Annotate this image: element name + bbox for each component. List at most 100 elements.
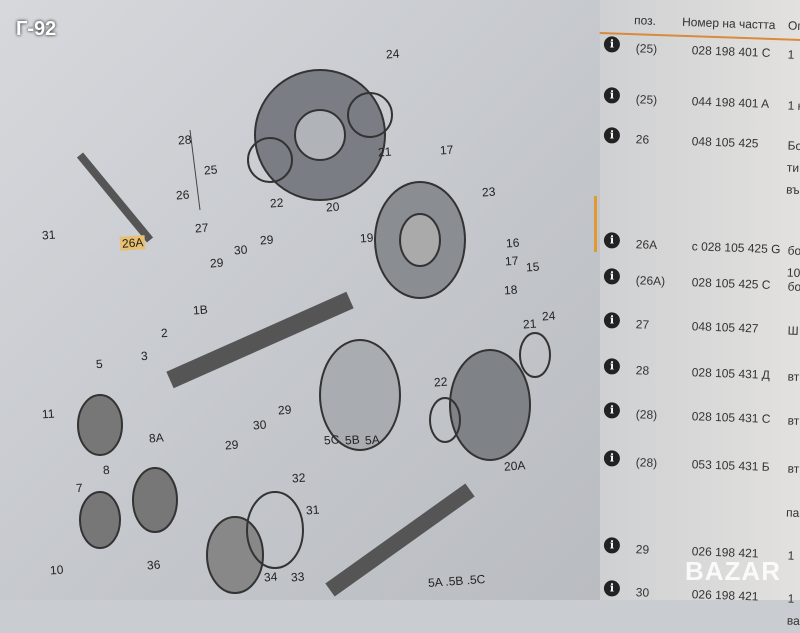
header-description: Оп xyxy=(787,18,800,34)
info-icon[interactable]: i xyxy=(603,537,621,554)
info-icon[interactable]: i xyxy=(603,580,621,597)
callout-label: 29 xyxy=(224,437,239,453)
callout-label: 29 xyxy=(277,402,292,418)
exploded-view-drawing xyxy=(76,69,551,597)
description-cell: 1 xyxy=(787,548,795,563)
parts-diagram: 24 28 25 26 27 31 26A 22 20 21 17 23 19 … xyxy=(0,0,600,600)
part-number-cell: 026 198 421 xyxy=(691,587,759,604)
table-row[interactable]: i 28 028 105 431 Д вт xyxy=(600,358,800,384)
callout-label: 23 xyxy=(481,184,496,200)
callout-label: 8 xyxy=(102,462,111,478)
info-icon[interactable]: i xyxy=(603,87,621,104)
part-number-cell: 028 105 425 C xyxy=(691,275,771,292)
callout-label: 11 xyxy=(41,406,55,422)
description-cell: вт xyxy=(787,369,800,384)
callout-label: 8A xyxy=(148,430,165,446)
callout-label: 27 xyxy=(194,220,209,236)
description-cell: бо xyxy=(787,279,800,295)
callout-label: 15 xyxy=(525,259,540,275)
part-number-cell: 044 198 401 A xyxy=(691,94,770,111)
part-number-cell: 053 105 431 Б xyxy=(691,457,770,474)
table-header: поз. Номер на частта Оп xyxy=(599,7,800,43)
callout-label: 20 xyxy=(325,199,340,215)
callout-label: 16 xyxy=(505,235,520,251)
position-cell: 29 xyxy=(635,542,650,557)
header-pos: поз. xyxy=(633,13,657,28)
table-row[interactable]: i (25) 044 198 401 A 1 к xyxy=(600,87,800,113)
callout-label: 17 xyxy=(439,142,454,158)
listing-title: Г-92 xyxy=(16,18,57,40)
info-icon[interactable]: i xyxy=(603,312,621,329)
callout-label: 3 xyxy=(140,348,149,364)
callout-label: 22 xyxy=(433,374,448,390)
callout-label: 10 xyxy=(49,562,64,578)
callout-label: 32 xyxy=(291,470,306,486)
description-cell: Бо ти въ xyxy=(785,138,800,197)
callout-label: 26 xyxy=(175,187,190,203)
part-number-cell: 048 105 427 xyxy=(691,319,759,336)
table-row[interactable]: i 26 048 105 425 Бо ти въ xyxy=(600,127,800,197)
callout-label: 21 xyxy=(522,316,537,332)
position-cell: 26 xyxy=(635,132,650,147)
table-row[interactable]: i 29 026 198 421 1 xyxy=(600,537,800,563)
position-cell: 27 xyxy=(635,317,650,332)
callout-label: 5A xyxy=(364,432,381,448)
callout-label: 34 xyxy=(263,569,278,585)
callout-label: 20A xyxy=(503,458,526,474)
part-number-cell: 028 105 431 Д xyxy=(691,365,771,382)
position-cell: (25) xyxy=(635,41,658,56)
position-cell: 26A xyxy=(635,237,658,252)
callout-label: 33 xyxy=(290,569,305,585)
position-cell: (28) xyxy=(635,455,658,470)
callout-label: 21 xyxy=(377,144,392,160)
description-cell: Ш xyxy=(787,323,799,338)
position-cell: (26A) xyxy=(635,273,666,289)
table-row[interactable]: i (28) 053 105 431 Б вт па xyxy=(600,450,800,520)
part-number-cell: 048 105 425 xyxy=(691,134,759,151)
part-number-cell: 028 198 401 C xyxy=(691,43,771,60)
table-row[interactable]: i (28) 028 105 431 C вт xyxy=(600,402,800,428)
description-cell: 1 ва xyxy=(786,591,800,628)
description-cell: 1 xyxy=(787,47,795,62)
table-row[interactable]: i 27 048 105 427 Ш xyxy=(600,312,800,338)
callout-label: 7 xyxy=(75,480,84,496)
callout-label: 24 xyxy=(385,46,400,62)
position-cell: 28 xyxy=(635,363,650,378)
callout-label: 28 xyxy=(177,132,192,148)
callout-label: 29 xyxy=(259,232,274,248)
table-row[interactable]: i (26A) 028 105 425 C бо xyxy=(600,268,800,294)
watermark: BAZAR xyxy=(685,556,781,586)
info-icon[interactable]: i xyxy=(603,450,621,467)
callout-label: 18 xyxy=(503,282,518,298)
callout-label: 22 xyxy=(269,195,284,211)
callout-label: 30 xyxy=(233,242,248,258)
info-icon[interactable]: i xyxy=(603,268,621,285)
part-number-cell: c 028 105 425 G xyxy=(691,239,781,257)
callout-label: 30 xyxy=(252,417,267,433)
description-cell: вт xyxy=(787,413,800,428)
parts-table: поз. Номер на частта Оп i (25) 028 198 4… xyxy=(599,0,800,628)
callout-label: 29 xyxy=(209,255,224,271)
info-icon[interactable]: i xyxy=(603,232,621,249)
position-cell: 30 xyxy=(635,585,650,600)
description-cell: вт па xyxy=(785,461,800,520)
header-part-number: Номер на частта xyxy=(681,14,776,33)
description-cell: 1 к xyxy=(787,98,800,114)
table-row[interactable]: i (25) 028 198 401 C 1 xyxy=(600,36,800,62)
callout-label: 5B xyxy=(344,432,361,448)
selected-row-indicator xyxy=(594,196,597,252)
callout-label: 5 xyxy=(95,356,104,372)
info-icon[interactable]: i xyxy=(603,127,621,144)
callout-label: 2 xyxy=(160,325,169,341)
position-cell: (25) xyxy=(635,92,658,107)
callout-label: 17 xyxy=(504,253,519,269)
table-row[interactable]: i 26A c 028 105 425 G бо 10 xyxy=(600,232,800,280)
callout-label: 5C xyxy=(323,432,340,448)
info-icon[interactable]: i xyxy=(603,358,621,375)
callout-label-selected[interactable]: 26A xyxy=(119,235,146,251)
callout-label: 19 xyxy=(359,230,374,246)
callout-label: 31 xyxy=(305,502,320,518)
callout-label: 36 xyxy=(146,557,161,573)
info-icon[interactable]: i xyxy=(603,36,621,53)
info-icon[interactable]: i xyxy=(603,402,621,419)
